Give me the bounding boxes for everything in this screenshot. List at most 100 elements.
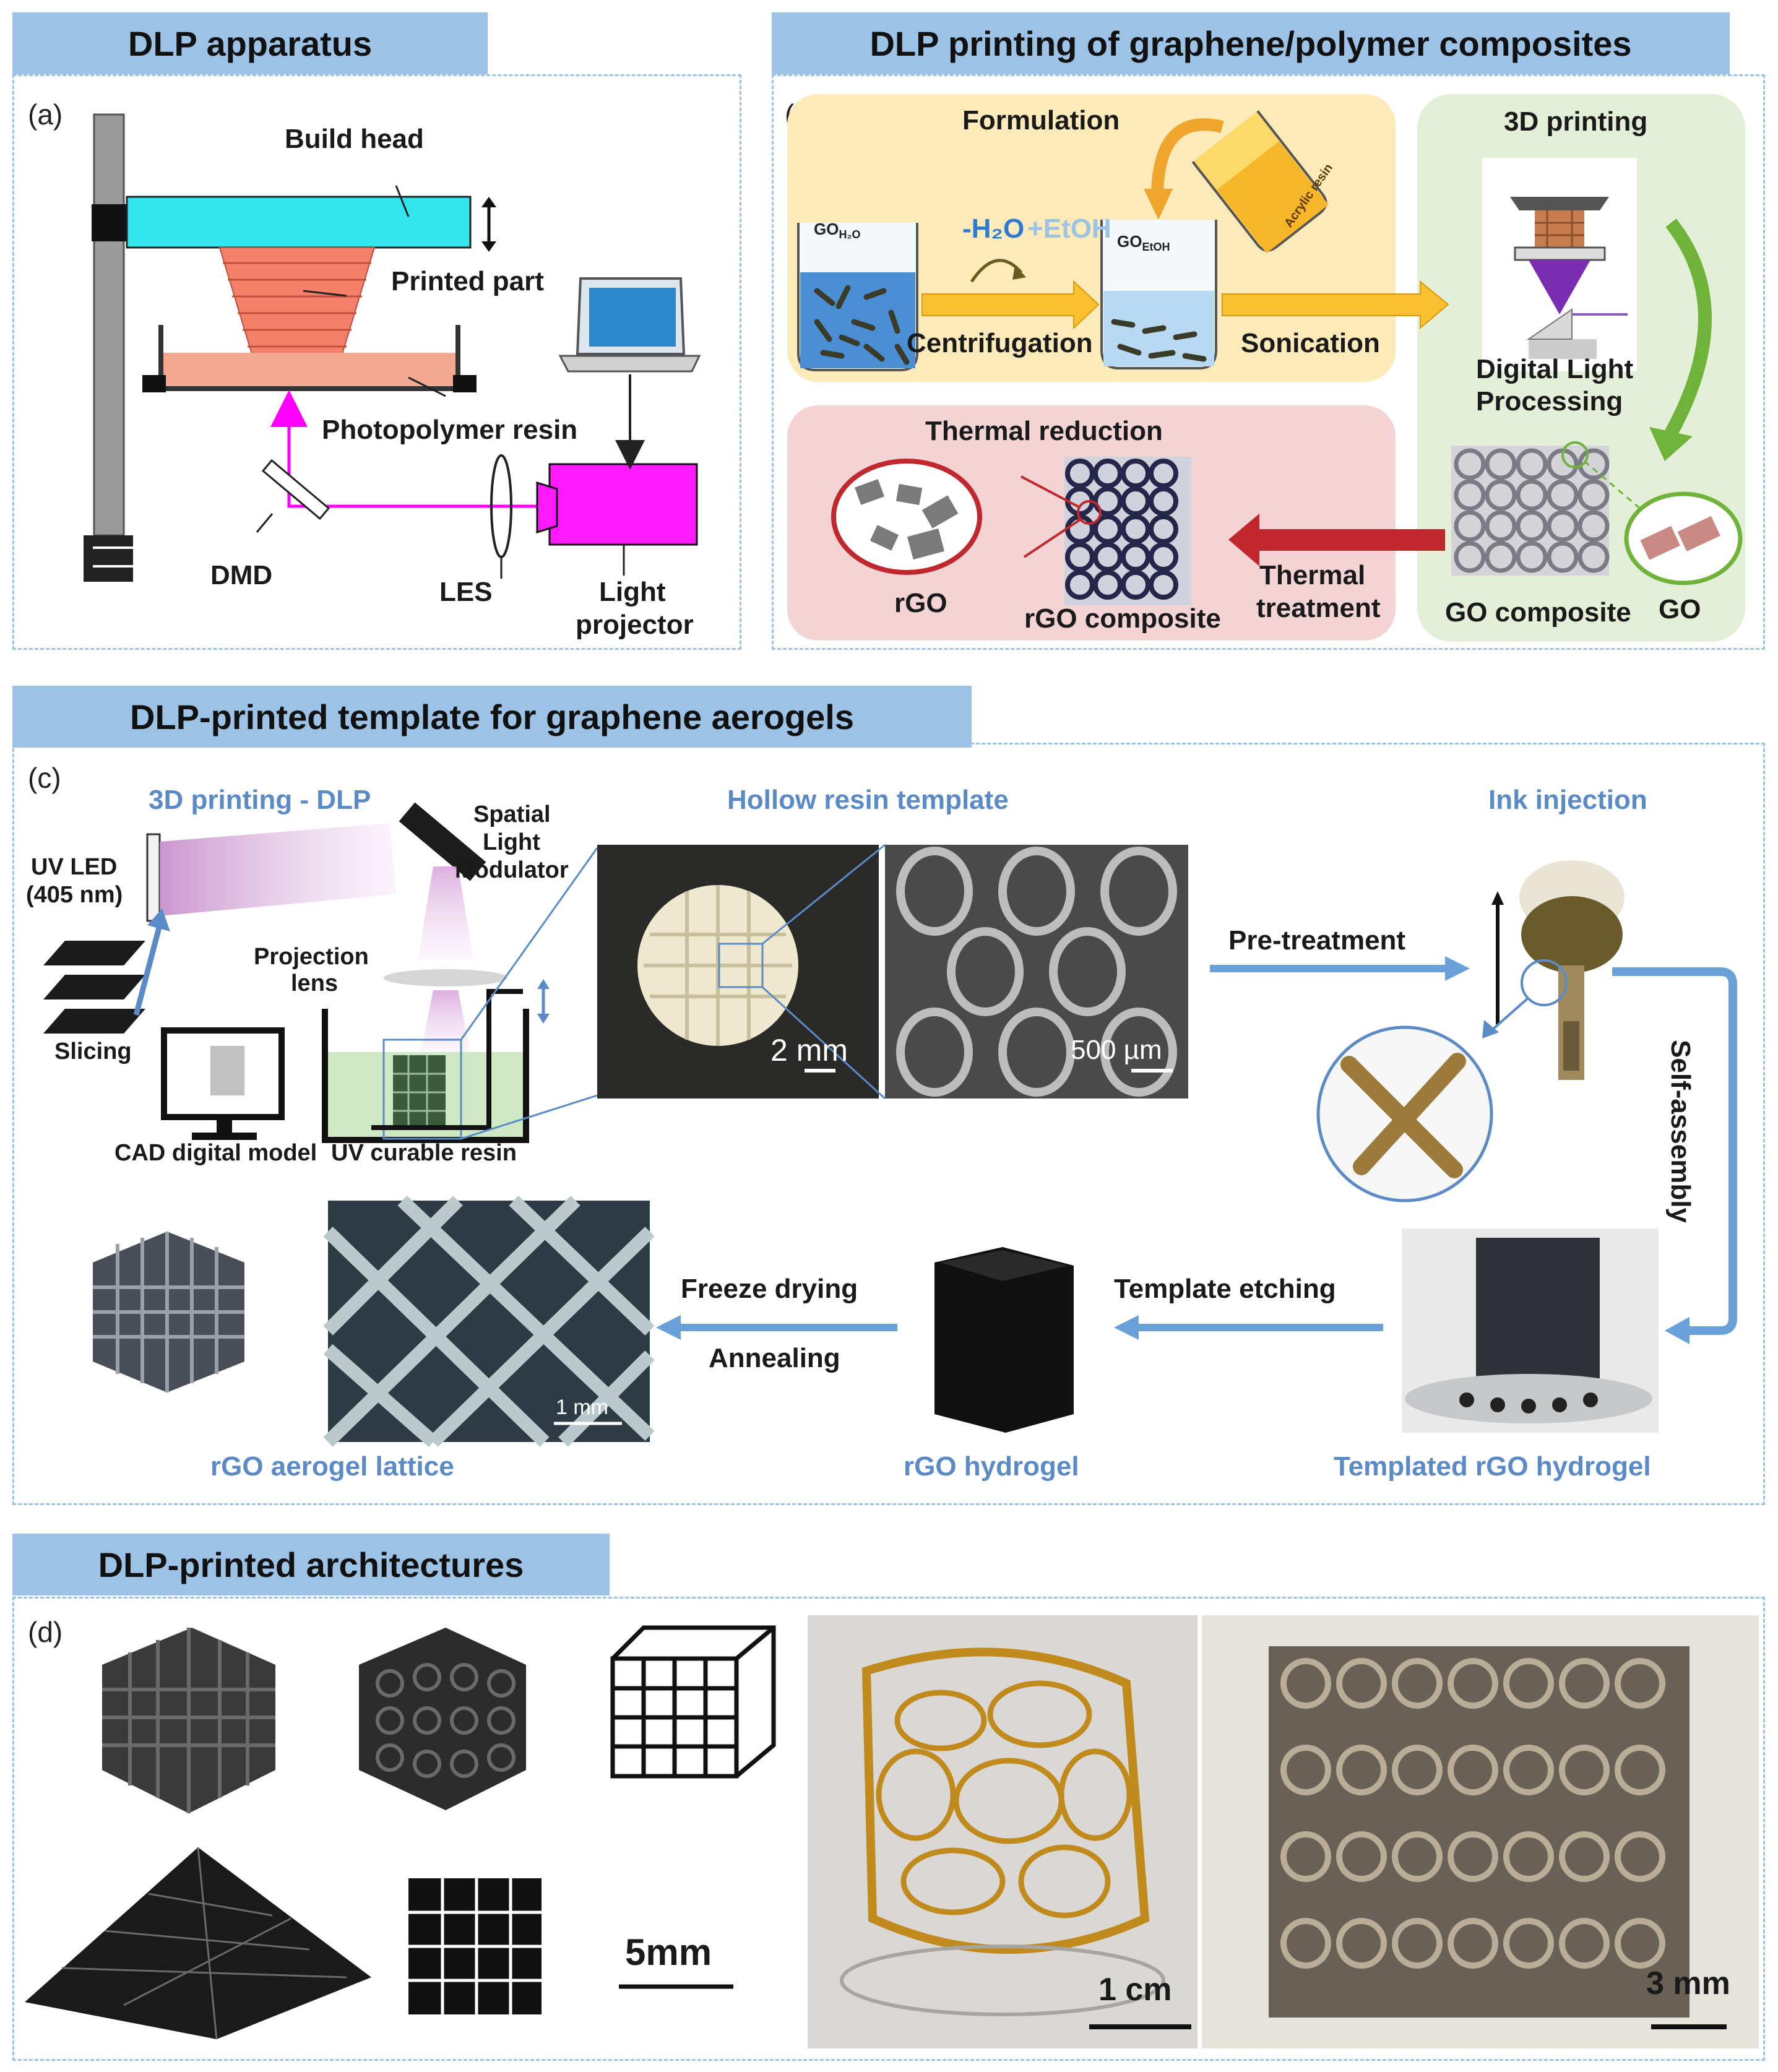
rgo-hydrogel-photo — [934, 1247, 1074, 1433]
header-text: DLP-printed template for graphene aeroge… — [130, 697, 854, 736]
label-go-composite: GO composite — [1445, 597, 1631, 628]
label-cad-model: CAD digital model — [114, 1140, 317, 1166]
go-etoh-text: GO — [1117, 232, 1142, 251]
label-ink-injection: Ink injection — [1488, 785, 1647, 815]
label-photopolymer-resin: Photopolymer resin — [322, 415, 578, 445]
rgo-aerogel-photo — [93, 1232, 244, 1392]
lattice-x-block — [408, 1878, 542, 2014]
label-digital-light: Digital Light — [1476, 354, 1634, 384]
panel-c-frame — [12, 743, 1765, 1505]
label-printed-part: Printed part — [391, 266, 544, 296]
label-minus-h2o: -H₂O — [962, 214, 1025, 244]
label-dmd: DMD — [210, 560, 273, 590]
label-freeze-drying: Freeze drying — [681, 1274, 858, 1304]
label-spatial: Spatial — [473, 801, 551, 827]
label-processing: Processing — [1476, 386, 1623, 417]
label-build-head: Build head — [285, 124, 424, 154]
go-h2o-text: GO — [814, 220, 839, 238]
label-thermal-reduction: Thermal reduction — [925, 416, 1163, 446]
label-go-h2o: GOH₂O — [814, 220, 860, 241]
label-3d-printing: 3D printing — [1504, 106, 1648, 137]
label-thermal: Thermal — [1259, 560, 1366, 590]
build-head — [126, 196, 472, 249]
label-treatment: treatment — [1256, 593, 1381, 623]
pole-base — [84, 535, 133, 582]
go-etoh-subscript: EtOH — [1142, 241, 1170, 254]
lattice-column-photo — [1202, 1615, 1759, 2048]
sem-template-photo — [885, 845, 1188, 1099]
cad-monitor-icon — [161, 1027, 285, 1140]
lattice-cube-gyroid — [359, 1628, 526, 1810]
label-rgo: rGO — [894, 588, 947, 618]
arrow-thermal-treatment — [1228, 514, 1445, 566]
label-centrifugation: Centrifugation — [907, 328, 1093, 358]
panel-b-frame — [772, 74, 1765, 650]
panel-letter-d: (d) — [28, 1616, 63, 1648]
lattice-cube-octet — [102, 1628, 275, 1813]
label-projection: Projection — [254, 944, 369, 970]
aerogel-lattice-micrograph — [323, 1196, 655, 1448]
header-dlp-apparatus: DLP apparatus — [12, 12, 488, 74]
label-plus-etoh: +EtOH — [1027, 214, 1111, 244]
label-rgo-hydrogel: rGO hydrogel — [904, 1451, 1079, 1482]
rgo-composite-image — [1064, 457, 1191, 605]
label-formulation: Formulation — [962, 105, 1120, 136]
beaker-acrylic-resin — [1191, 110, 1329, 254]
label-scale-3mm: 3 mm — [1646, 1966, 1730, 2001]
slicing-layers — [43, 941, 145, 1034]
label-aerogel-lattice: rGO aerogel lattice — [210, 1451, 454, 1482]
label-les: LES — [439, 577, 493, 607]
label-pre-treatment: Pre-treatment — [1228, 925, 1406, 956]
dlp-printer-icon — [1482, 158, 1637, 371]
beaker-go-h2o — [797, 223, 918, 371]
dmd-mirror — [261, 459, 330, 520]
label-scale-500um: 500 µm — [1071, 1035, 1162, 1065]
label-light: Light — [599, 577, 666, 607]
label-405nm: (405 nm) — [26, 882, 123, 908]
dlp-apparatus-diagram — [84, 113, 701, 582]
voronoi-lattice-photo — [808, 1615, 1198, 2048]
label-uv-resin: UV curable resin — [331, 1140, 517, 1166]
header-dlp-composites: DLP printing of graphene/polymer composi… — [772, 12, 1730, 74]
printed-lattice-vat — [393, 1055, 446, 1126]
label-scale-2mm: 2 mm — [770, 1033, 848, 1068]
composites-process-diagram — [797, 110, 1743, 605]
arrow-sonication — [1222, 280, 1449, 330]
panel-letter-a: (a) — [28, 98, 63, 131]
header-text: DLP-printed architectures — [98, 1545, 524, 1584]
light-path — [270, 390, 545, 508]
label-lens: lens — [291, 970, 339, 996]
label-scale-5mm: 5mm — [625, 1932, 712, 1973]
ink-injection-photo — [1519, 860, 1625, 1080]
beaker-go-etoh — [1100, 220, 1217, 369]
panel-a-frame — [12, 74, 741, 650]
go-h2o-subscript: H₂O — [839, 228, 861, 241]
panel-letter-c: (c) — [28, 762, 61, 794]
label-template-etching: Template etching — [1114, 1274, 1336, 1304]
label-uv-led: UV LED — [31, 854, 118, 880]
header-text: DLP printing of graphene/polymer composi… — [870, 24, 1632, 63]
label-templated-hydrogel: Templated rGO hydrogel — [1334, 1451, 1651, 1482]
label-3d-printing-dlp: 3D printing - DLP — [149, 785, 371, 815]
lattice-cube-wire — [610, 1625, 776, 1779]
label-projector: projector — [576, 610, 694, 640]
header-dlp-architectures: DLP-printed architectures — [12, 1534, 610, 1595]
arrow-centrifugation — [921, 280, 1100, 330]
label-hollow-template: Hollow resin template — [727, 785, 1009, 815]
aerogel-template-diagram — [43, 802, 1737, 1448]
label-slicing: Slicing — [54, 1038, 132, 1064]
panel-d-frame — [12, 1597, 1765, 2061]
lattice-pyramid — [25, 1847, 371, 2040]
spatial-light-modulator — [399, 802, 486, 881]
label-annealing: Annealing — [709, 1343, 840, 1373]
label-light-slm: Light — [483, 829, 540, 855]
resin-vat — [161, 353, 458, 387]
label-scale-1mm: 1 mm — [556, 1396, 608, 1419]
header-text: DLP apparatus — [127, 24, 373, 63]
label-go-etoh: GOEtOH — [1117, 232, 1170, 254]
projection-lens — [384, 969, 507, 986]
header-dlp-template: DLP-printed template for graphene aeroge… — [12, 686, 972, 748]
templated-hydrogel-photo — [1402, 1228, 1659, 1433]
label-rgo-composite: rGO composite — [1024, 603, 1221, 634]
